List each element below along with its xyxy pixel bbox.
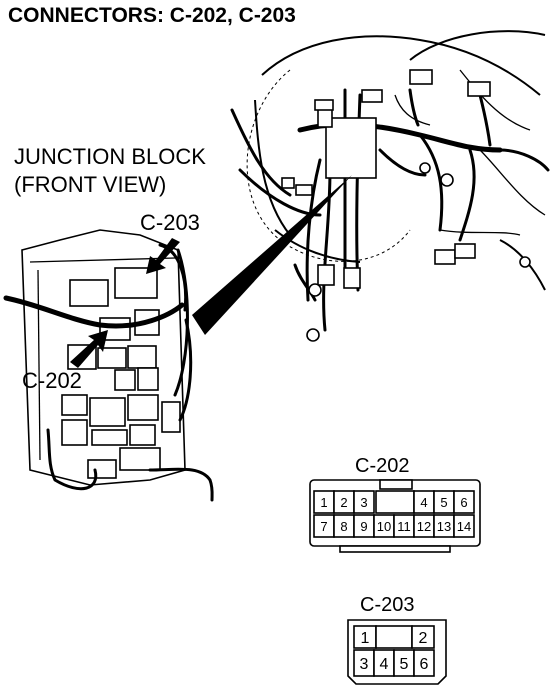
c202-pin-14: 14 xyxy=(457,519,471,534)
c202-pin-13: 13 xyxy=(437,519,451,534)
c202-pin-6: 6 xyxy=(460,495,467,510)
c203-pin-6-cell xyxy=(413,649,435,677)
c202-pin-3: 3 xyxy=(360,495,367,510)
c202-pin-3-cell xyxy=(353,490,375,514)
page-title: CONNECTORS: C-202, C-203 xyxy=(8,4,296,27)
c202-callout-label: C-202 xyxy=(22,368,82,393)
c202-pin-10: 10 xyxy=(377,519,391,534)
connector-c203-title: C-203 xyxy=(360,594,414,616)
junction-block-label-line1: JUNCTION BLOCK xyxy=(14,144,206,169)
connector-c202-title: C-202 xyxy=(355,455,409,477)
c202-pin-5: 5 xyxy=(440,495,447,510)
dashboard-illustration xyxy=(230,30,550,342)
leader-wedge xyxy=(192,175,352,335)
junction-block-label-line2: (FRONT VIEW) xyxy=(14,172,166,197)
c202-pin-7: 7 xyxy=(320,519,327,534)
c203-callout-label: C-203 xyxy=(140,210,200,235)
junction-block xyxy=(3,229,214,502)
c203-pin-6: 6 xyxy=(420,656,429,673)
c202-pin-8: 8 xyxy=(340,519,347,534)
c202-pin-11: 11 xyxy=(397,519,411,534)
c203-pin-4: 4 xyxy=(380,656,389,673)
c202-pin-4: 4 xyxy=(420,495,427,510)
c203-blank-cell xyxy=(375,625,413,649)
c202-pin-2: 2 xyxy=(340,495,347,510)
c203-pin-2: 2 xyxy=(419,630,428,647)
c203-pin-3: 3 xyxy=(360,656,369,673)
c203-pin-2-cell xyxy=(411,625,435,649)
c202-arrow xyxy=(70,330,108,368)
c203-arrow xyxy=(146,238,180,274)
c202-pin-14-cell xyxy=(453,514,475,538)
c202-pin-6-cell xyxy=(453,490,475,514)
c202-blank-cell xyxy=(375,490,415,514)
c203-pin-1: 1 xyxy=(361,630,370,647)
c202-pin-12: 12 xyxy=(417,519,431,534)
c202-pin-1: 1 xyxy=(320,495,327,510)
c203-pin-5: 5 xyxy=(400,656,409,673)
c202-pin-9: 9 xyxy=(360,519,367,534)
